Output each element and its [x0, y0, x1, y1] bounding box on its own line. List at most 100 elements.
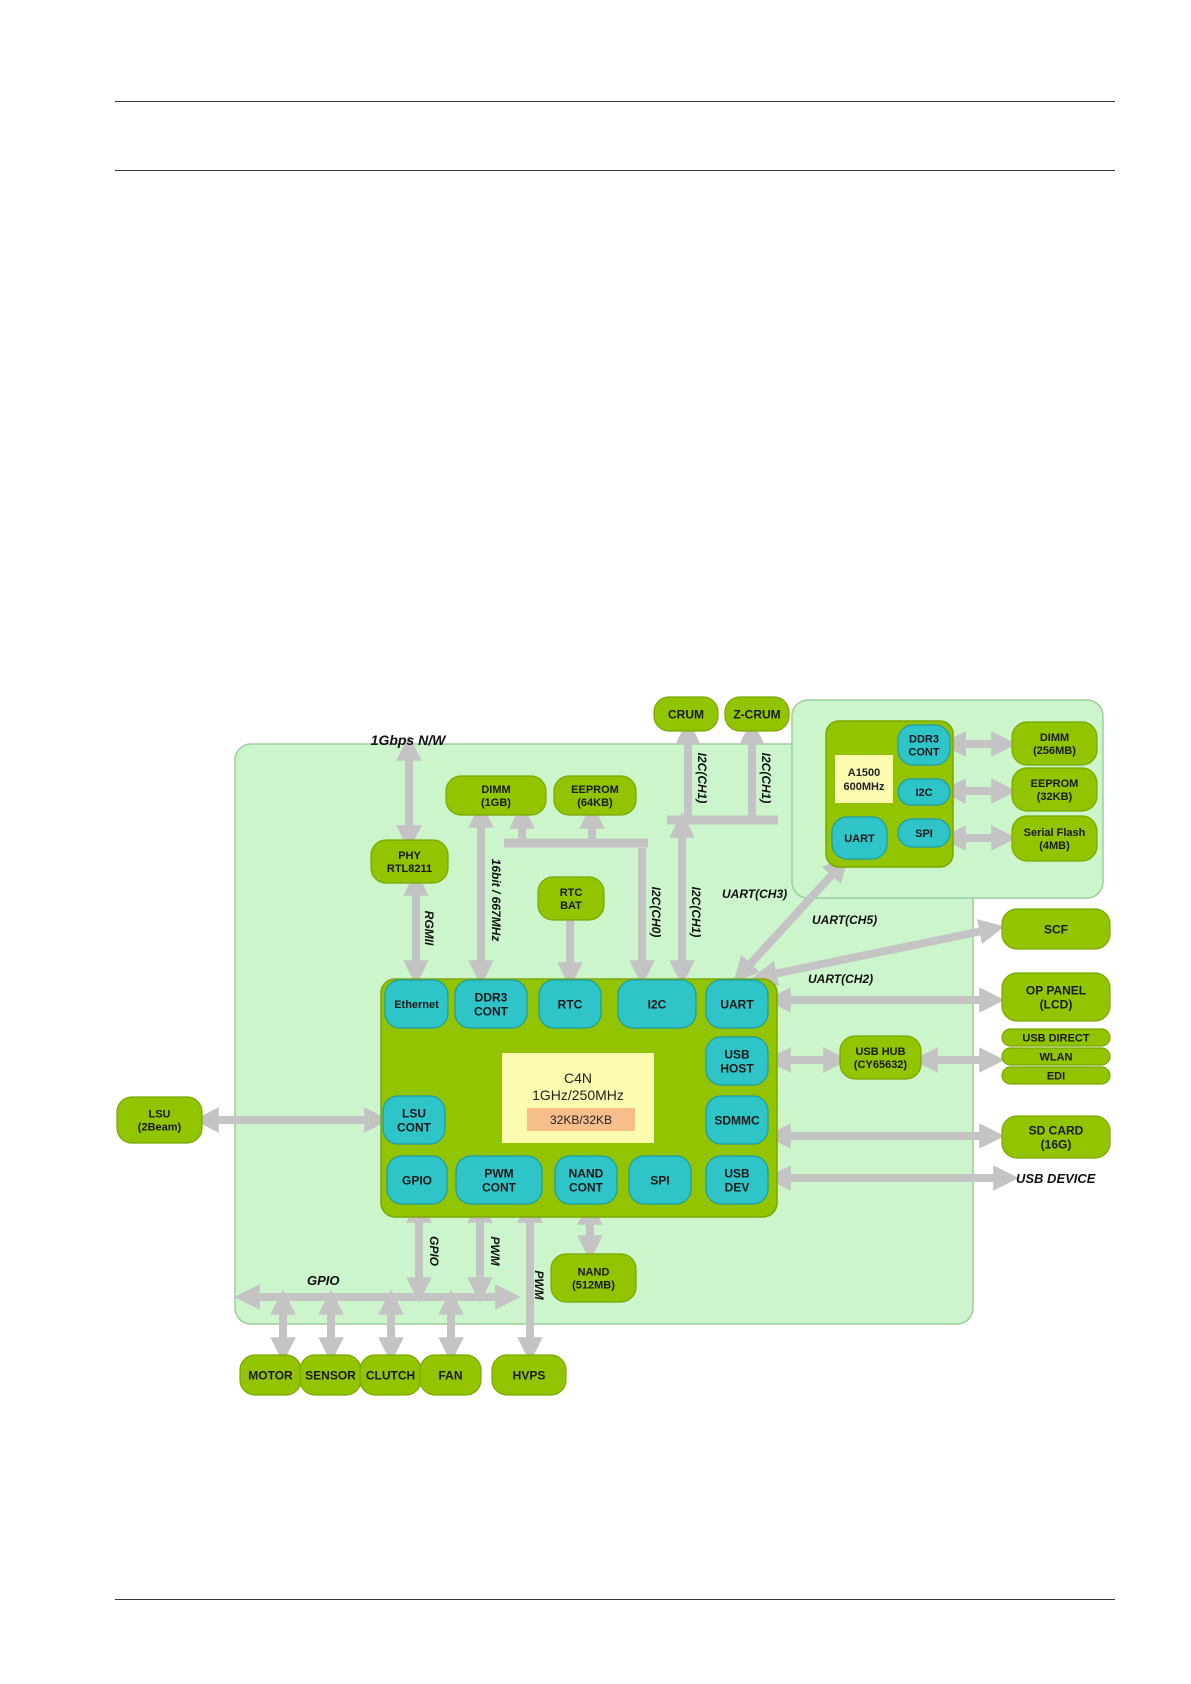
port-ethernet-shape	[384, 979, 449, 1029]
bus-labels: 1Gbps N/W RGMII 16bit / 667MHz I2C(CH0) …	[307, 732, 1096, 1301]
device-phy-label-2: RTL8211	[387, 863, 432, 875]
sub-port-uart-label: UART	[844, 833, 875, 845]
header-rule-top	[115, 101, 1115, 102]
port-pwm-cont-shape	[455, 1155, 543, 1205]
device-dimm-256mb: DIMM(256MB)	[1011, 721, 1098, 766]
device-edi-label: EDI	[1047, 1070, 1065, 1082]
sub-port-i2c-shape	[897, 778, 951, 806]
port-spi: SPI	[628, 1155, 692, 1205]
label-i2c-ch1-c: I2C(CH1)	[689, 887, 703, 938]
device-clutch: CLUTCH	[359, 1354, 422, 1396]
label-network: 1Gbps N/W	[371, 732, 447, 748]
device-nand-label-2: (512MB)	[572, 1279, 615, 1291]
label-i2c-ch1-a: I2C(CH1)	[695, 753, 709, 804]
device-nand: NAND(512MB)	[550, 1253, 637, 1303]
device-edi-shape	[1001, 1066, 1111, 1085]
device-crum: CRUM	[653, 696, 719, 732]
port-usb-host-label-2: HOST	[720, 1061, 754, 1075]
device-motor-label: MOTOR	[248, 1368, 293, 1382]
sub-port-ddr3-cont-label-1: DDR3	[909, 733, 939, 745]
device-eeprom-32kb-shape	[1011, 767, 1098, 812]
connection-arrows	[193, 719, 1019, 1363]
port-usb-dev-shape	[705, 1155, 769, 1205]
device-lsu-shape	[116, 1096, 203, 1144]
device-eeprom-32kb: EEPROM(32KB)	[1011, 767, 1098, 812]
device-usb-direct: USB DIRECT	[1001, 1028, 1111, 1047]
sub-soc-core	[835, 755, 893, 803]
device-rtc-bat-label-2: BAT	[560, 900, 582, 912]
port-spi-label: SPI	[650, 1173, 669, 1187]
port-lsu-cont-label-2: CONT	[397, 1120, 432, 1134]
port-nand-cont-label-2: CONT	[569, 1180, 604, 1194]
header-rule-bottom	[115, 170, 1115, 171]
device-fan-label: FAN	[439, 1368, 463, 1382]
port-sdmmc-label: SDMMC	[714, 1113, 760, 1127]
device-fan: FAN	[419, 1354, 482, 1396]
port-rtc-label: RTC	[558, 997, 583, 1011]
device-op-panel-shape	[1001, 972, 1111, 1022]
sub-port-ddr3-cont-label-2: CONT	[908, 746, 939, 758]
device-sd-card-label-1: SD CARD	[1029, 1123, 1084, 1137]
label-uart-ch5: UART(CH5)	[812, 913, 877, 927]
main-soc-cache	[527, 1108, 635, 1131]
sub-soc-name: A1500	[848, 767, 880, 779]
device-z-crum: Z-CRUM	[724, 696, 790, 732]
port-uart-label: UART	[720, 997, 754, 1011]
port-i2c: I2C	[617, 979, 697, 1029]
label-uart-ch2: UART(CH2)	[808, 972, 873, 986]
footer-rule	[115, 1599, 1115, 1600]
device-scf-label: SCF	[1044, 922, 1068, 936]
device-usb-hub-shape	[839, 1035, 922, 1080]
port-ddr3-cont-label-2: CONT	[474, 1004, 509, 1018]
device-sd-card-label-2: (16G)	[1041, 1137, 1072, 1151]
device-eeprom-64kb-shape	[553, 775, 637, 816]
label-i2c-ch1-b: I2C(CH1)	[759, 753, 773, 804]
sub-port-i2c-label: I2C	[915, 787, 932, 799]
device-dimm-1gb-label-1: DIMM	[481, 784, 510, 796]
sub-port-uart: UART	[831, 816, 888, 860]
device-crum-shape	[653, 696, 719, 732]
port-ethernet-label: Ethernet	[394, 999, 439, 1011]
device-eeprom-64kb-label-2: (64KB)	[577, 797, 613, 809]
device-z-crum-label: Z-CRUM	[733, 707, 780, 721]
device-rtc-bat-label-1: RTC	[560, 887, 583, 899]
device-dimm-256mb-label-1: DIMM	[1040, 732, 1069, 744]
device-dimm-1gb-label-2: (1GB)	[481, 797, 511, 809]
device-z-crum-shape	[724, 696, 790, 732]
port-uart: UART	[705, 979, 769, 1029]
device-usb-direct-label: USB DIRECT	[1022, 1032, 1090, 1044]
sub-port-uart-shape	[831, 816, 888, 860]
port-usb-host-shape	[705, 1036, 769, 1086]
main-soc-clock: 1GHz/250MHz	[532, 1087, 624, 1103]
arrow-uart-ch5	[751, 919, 1005, 986]
main-soc-name: C4N	[564, 1070, 592, 1086]
sub-port-ddr3-cont-shape	[897, 724, 951, 766]
device-clutch-label: CLUTCH	[366, 1368, 415, 1382]
device-hvps: HVPS	[491, 1354, 567, 1396]
port-ethernet: Ethernet	[384, 979, 449, 1029]
label-gpio-v: GPIO	[427, 1236, 441, 1267]
sub-port-i2c: I2C	[897, 778, 951, 806]
port-i2c-shape	[617, 979, 697, 1029]
device-dimm-256mb-shape	[1011, 721, 1098, 766]
device-sensor: SENSOR	[299, 1354, 362, 1396]
label-gpio-bus: GPIO	[307, 1273, 340, 1288]
port-sdmmc: SDMMC	[705, 1095, 769, 1145]
port-lsu-cont-label-1: LSU	[402, 1106, 426, 1120]
port-nand-cont-shape	[554, 1155, 618, 1205]
port-usb-host-label-1: USB	[724, 1047, 750, 1061]
port-uart-shape	[705, 979, 769, 1029]
device-lsu: LSU(2Beam)	[116, 1096, 203, 1144]
main-soc-cache-label: 32KB/32KB	[550, 1113, 612, 1127]
device-usb-direct-shape	[1001, 1028, 1111, 1047]
port-i2c-label: I2C	[648, 997, 667, 1011]
sub-soc-clock: 600MHz	[844, 781, 885, 793]
device-phy-shape	[370, 839, 449, 884]
port-spi-shape	[628, 1155, 692, 1205]
